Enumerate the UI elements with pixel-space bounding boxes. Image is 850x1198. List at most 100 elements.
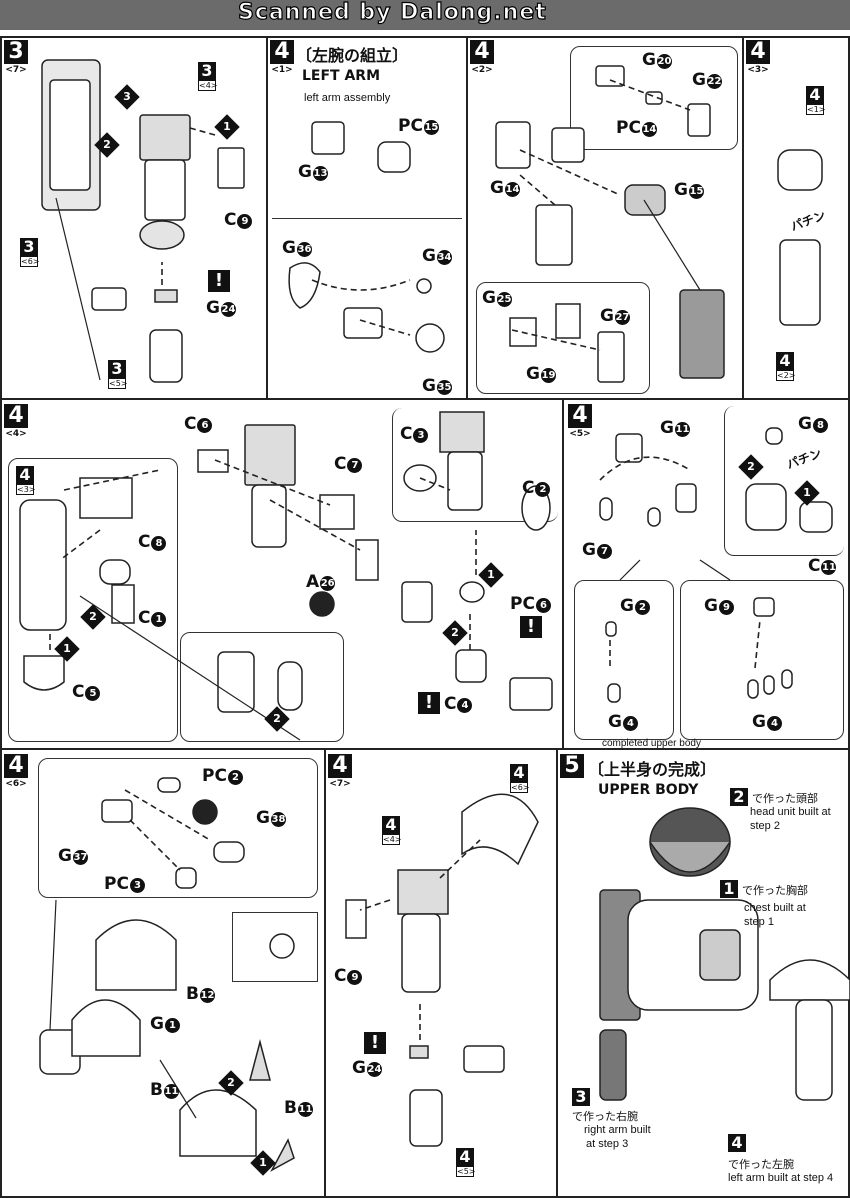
head-jp-note: で作った頭部 <box>752 792 818 805</box>
detail-box-4-4-mid <box>180 632 344 742</box>
ref-4-6: 4<6> <box>510 763 530 793</box>
caution-icon: ! <box>364 1032 386 1054</box>
detail-box-4-5-top <box>724 406 844 556</box>
step-4-2-sub: <2> <box>471 65 493 75</box>
step-5-note: completed upper body <box>602 738 701 749</box>
sequence-marker-1: 1 <box>478 562 504 588</box>
step-4-1-jp-title: 〔左腕の組立〕 <box>296 46 409 65</box>
step-4-7-sub: <7> <box>329 779 351 789</box>
detail-box-4-6-top <box>38 758 318 898</box>
chest-en-note-2: step 1 <box>744 916 774 928</box>
ref-4-3: 4<3> <box>16 465 36 495</box>
detail-box-4-4-right <box>392 408 558 522</box>
step-4-3-sub: <3> <box>747 65 769 75</box>
step-4-1-note: left arm assembly <box>304 92 391 104</box>
right-arm-en-note-2: at step 3 <box>586 1138 629 1150</box>
detail-box-4-5-right <box>680 580 844 740</box>
ref-3-5: 3<5> <box>108 359 128 389</box>
ref-3-6: 3<6> <box>20 237 40 267</box>
banner-text: Scanned by Dalong.net <box>237 0 547 26</box>
step-4-6-sub: <6> <box>5 779 27 789</box>
step-3-7-sub: <7> <box>5 65 27 75</box>
sequence-marker-2: 2 <box>80 604 106 630</box>
sequence-marker-1: 1 <box>794 480 820 506</box>
caution-icon: ! <box>520 616 542 638</box>
sequence-marker-2: 2 <box>442 620 468 646</box>
step-3-7-number: 3 <box>4 40 28 64</box>
step-4-7-number: 4 <box>328 754 352 778</box>
step-4-4-sub: <4> <box>5 429 27 439</box>
sequence-marker-1: 1 <box>250 1150 276 1176</box>
ref-4-5: 4<5> <box>456 1147 476 1177</box>
chest-en-note-1: chest built at <box>744 902 806 914</box>
scan-banner: Scanned by Dalong.net <box>0 0 850 30</box>
sequence-marker-2: 2 <box>264 706 290 732</box>
detail-box-4-2-bottom <box>476 282 650 394</box>
ref-4-1: 4<1> <box>806 85 826 115</box>
step-4-5-sub: <5> <box>569 429 591 439</box>
head-en-note-1: head unit built at <box>750 806 831 818</box>
sequence-marker-2: 2 <box>218 1070 244 1096</box>
sequence-marker-2: 2 <box>94 132 120 158</box>
ref-4-4: 4<4> <box>382 815 402 845</box>
detail-box-4-1 <box>272 218 462 396</box>
right-arm-step-ref: 3 <box>572 1088 590 1106</box>
head-step-ref: 2 <box>730 788 748 806</box>
ref-3-4: 3<4> <box>198 61 218 91</box>
step-4-3-number: 4 <box>746 40 770 64</box>
caution-icon: ! <box>208 270 230 292</box>
left-arm-step-ref: 4 <box>728 1134 746 1152</box>
detail-box-4-4-left <box>8 458 178 742</box>
step-4-2-number: 4 <box>470 40 494 64</box>
right-arm-en-note-1: right arm built <box>584 1124 651 1136</box>
step-4-1-sub: <1> <box>271 65 293 75</box>
right-arm-jp-note: で作った右腕 <box>572 1110 638 1123</box>
head-en-note-2: step 2 <box>750 820 780 832</box>
step-5-jp-title: 〔上半身の完成〕 <box>588 760 717 779</box>
detail-box-4-6-inset <box>232 912 318 982</box>
sequence-marker-3: 3 <box>114 84 140 110</box>
step-4-4-number: 4 <box>4 404 28 428</box>
step-4-6-number: 4 <box>4 754 28 778</box>
ref-4-2: 4<2> <box>776 351 796 381</box>
step-4-1-en-title: LEFT ARM <box>302 68 381 84</box>
detail-box-4-5-left <box>574 580 674 740</box>
caution-icon: ! <box>418 692 440 714</box>
detail-box-4-2-top <box>570 46 738 150</box>
